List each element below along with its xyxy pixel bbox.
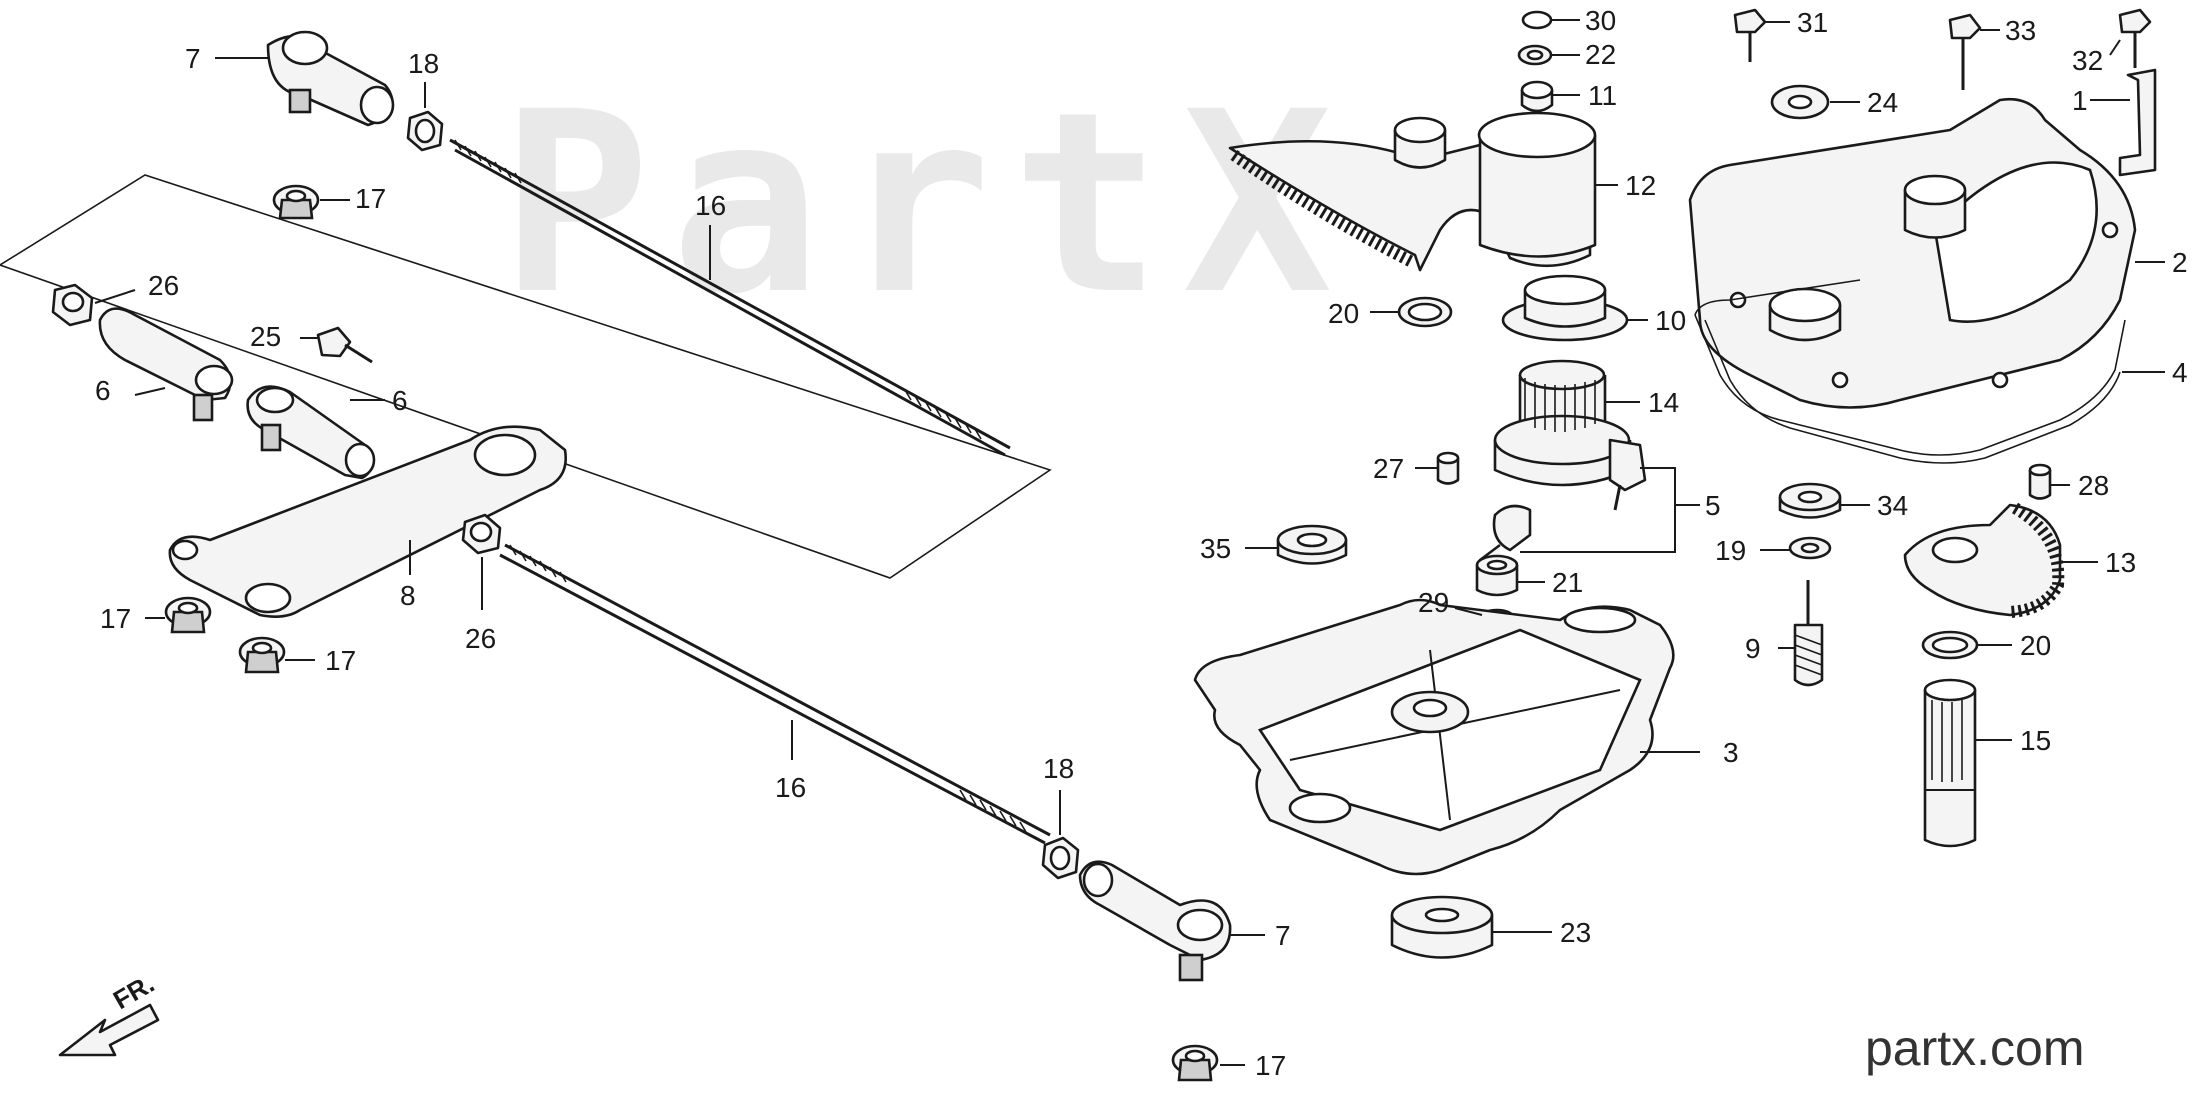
part-20-washer-lower[interactable] [1921, 630, 1979, 660]
callout-4: 4 [2172, 357, 2188, 388]
part-35-ball-bearing[interactable] [1276, 524, 1348, 565]
part-19-washer[interactable] [1788, 536, 1832, 560]
callout-20-lower: 20 [2020, 630, 2051, 661]
part-22-washer[interactable] [1517, 44, 1553, 66]
callout-1: 1 [2072, 85, 2088, 116]
part-13-gear[interactable] [1903, 502, 2065, 618]
callout-10: 10 [1655, 305, 1686, 336]
part-1-bracket[interactable] [2118, 68, 2157, 177]
callout-11: 11 [1588, 80, 1617, 111]
part-2-upper-housing[interactable] [1688, 97, 2137, 409]
callout-26-center: 26 [465, 623, 496, 654]
callout-6-right: 6 [392, 385, 408, 416]
callout-7-bottom: 7 [1275, 920, 1291, 951]
part-25-bolt[interactable] [316, 326, 373, 364]
callout-19: 19 [1715, 535, 1746, 566]
watermark: PartX [500, 58, 1353, 349]
part-18-nut-bottom[interactable] [1041, 836, 1080, 880]
part-17-flange-nut-1[interactable] [272, 184, 320, 220]
part-7-rod-end-top[interactable] [266, 30, 395, 127]
callout-16-bottom: 16 [775, 772, 806, 803]
part-33-bolt[interactable] [1948, 13, 1982, 90]
callout-27: 27 [1373, 453, 1404, 484]
part-20-washer-upper[interactable] [1397, 296, 1453, 328]
callout-22: 22 [1585, 39, 1616, 70]
callout-9: 9 [1745, 633, 1761, 664]
callout-13: 13 [2105, 547, 2136, 578]
callout-14: 14 [1648, 387, 1679, 418]
callout-6-left: 6 [95, 375, 111, 406]
part-34-bearing[interactable] [1778, 482, 1842, 519]
part-23-oil-seal[interactable] [1390, 895, 1494, 959]
part-16-tie-rod-top[interactable] [449, 138, 1011, 457]
callout-17-middle: 17 [325, 645, 356, 676]
part-4-gasket[interactable] [1694, 279, 2126, 464]
part-31-bolt[interactable] [1733, 8, 1767, 62]
part-21-bushing[interactable] [1475, 554, 1519, 597]
callout-32: 32 [2072, 45, 2103, 76]
part-9-pinion[interactable] [1793, 580, 1824, 687]
callout-2: 2 [2172, 247, 2188, 278]
part-12-sector-gear[interactable] [1228, 111, 1597, 272]
callout-17-upper: 17 [355, 183, 386, 214]
part-24-seal[interactable] [1770, 84, 1830, 120]
part-10-flanged-bushing[interactable] [1501, 274, 1629, 342]
part-15-splined-shaft[interactable] [1923, 678, 1977, 848]
callout-30: 30 [1585, 5, 1616, 36]
part-27-dowel-pin[interactable] [1436, 451, 1460, 485]
callout-34: 34 [1877, 490, 1908, 521]
part-8-steering-arm[interactable] [168, 425, 568, 618]
callout-17-left: 17 [100, 603, 131, 634]
part-11-bushing[interactable] [1520, 80, 1554, 113]
callout-numbers: 7 18 17 16 26 25 6 6 8 17 17 26 16 18 7 … [95, 5, 2188, 1081]
site-label: partx.com [1865, 1020, 2085, 1076]
part-17-flange-nut-2[interactable] [164, 596, 212, 634]
callout-18-bottom: 18 [1043, 753, 1074, 784]
callout-31: 31 [1797, 7, 1828, 38]
callout-28: 28 [2078, 470, 2109, 501]
front-direction-arrow: FR. [58, 968, 160, 1057]
part-28-pin[interactable] [2028, 463, 2052, 500]
part-18-nut-top[interactable] [406, 110, 444, 152]
callout-5: 5 [1705, 490, 1721, 521]
callout-18-top: 18 [408, 48, 439, 79]
part-26-collar-left[interactable] [51, 283, 94, 327]
part-30-snap-ring[interactable] [1521, 10, 1553, 30]
callout-16-top: 16 [695, 190, 726, 221]
part-7-rod-end-bottom[interactable] [1078, 860, 1232, 982]
callout-3: 3 [1723, 737, 1739, 768]
leader-lines [94, 19, 2165, 1066]
callout-26-left: 26 [148, 270, 179, 301]
callout-23: 23 [1560, 917, 1591, 948]
callout-29: 29 [1418, 587, 1449, 618]
callout-25: 25 [250, 321, 281, 352]
callout-33: 33 [2005, 15, 2036, 46]
part-6-rod-end-right[interactable] [246, 385, 376, 480]
callout-17-bottom: 17 [1255, 1050, 1286, 1081]
callout-8: 8 [400, 580, 416, 611]
assembly-frame [0, 174, 1052, 579]
part-3-lower-housing[interactable] [1193, 598, 1675, 876]
part-17-flange-nut-4[interactable] [1171, 1044, 1219, 1082]
callout-35: 35 [1200, 533, 1231, 564]
callout-20-upper: 20 [1328, 298, 1359, 329]
part-17-flange-nut-3[interactable] [238, 636, 286, 674]
callout-15: 15 [2020, 725, 2051, 756]
callout-7-top: 7 [185, 43, 201, 74]
callout-24: 24 [1867, 87, 1898, 118]
part-26-collar-center[interactable] [461, 513, 502, 555]
callout-12: 12 [1625, 170, 1656, 201]
callout-21: 21 [1552, 567, 1583, 598]
part-14-pinion-shaft[interactable] [1493, 359, 1632, 487]
part-16-tie-rod-bottom[interactable] [499, 543, 1051, 845]
part-6-rod-end-left[interactable] [98, 307, 234, 422]
part-32-bolt[interactable] [2118, 8, 2152, 68]
